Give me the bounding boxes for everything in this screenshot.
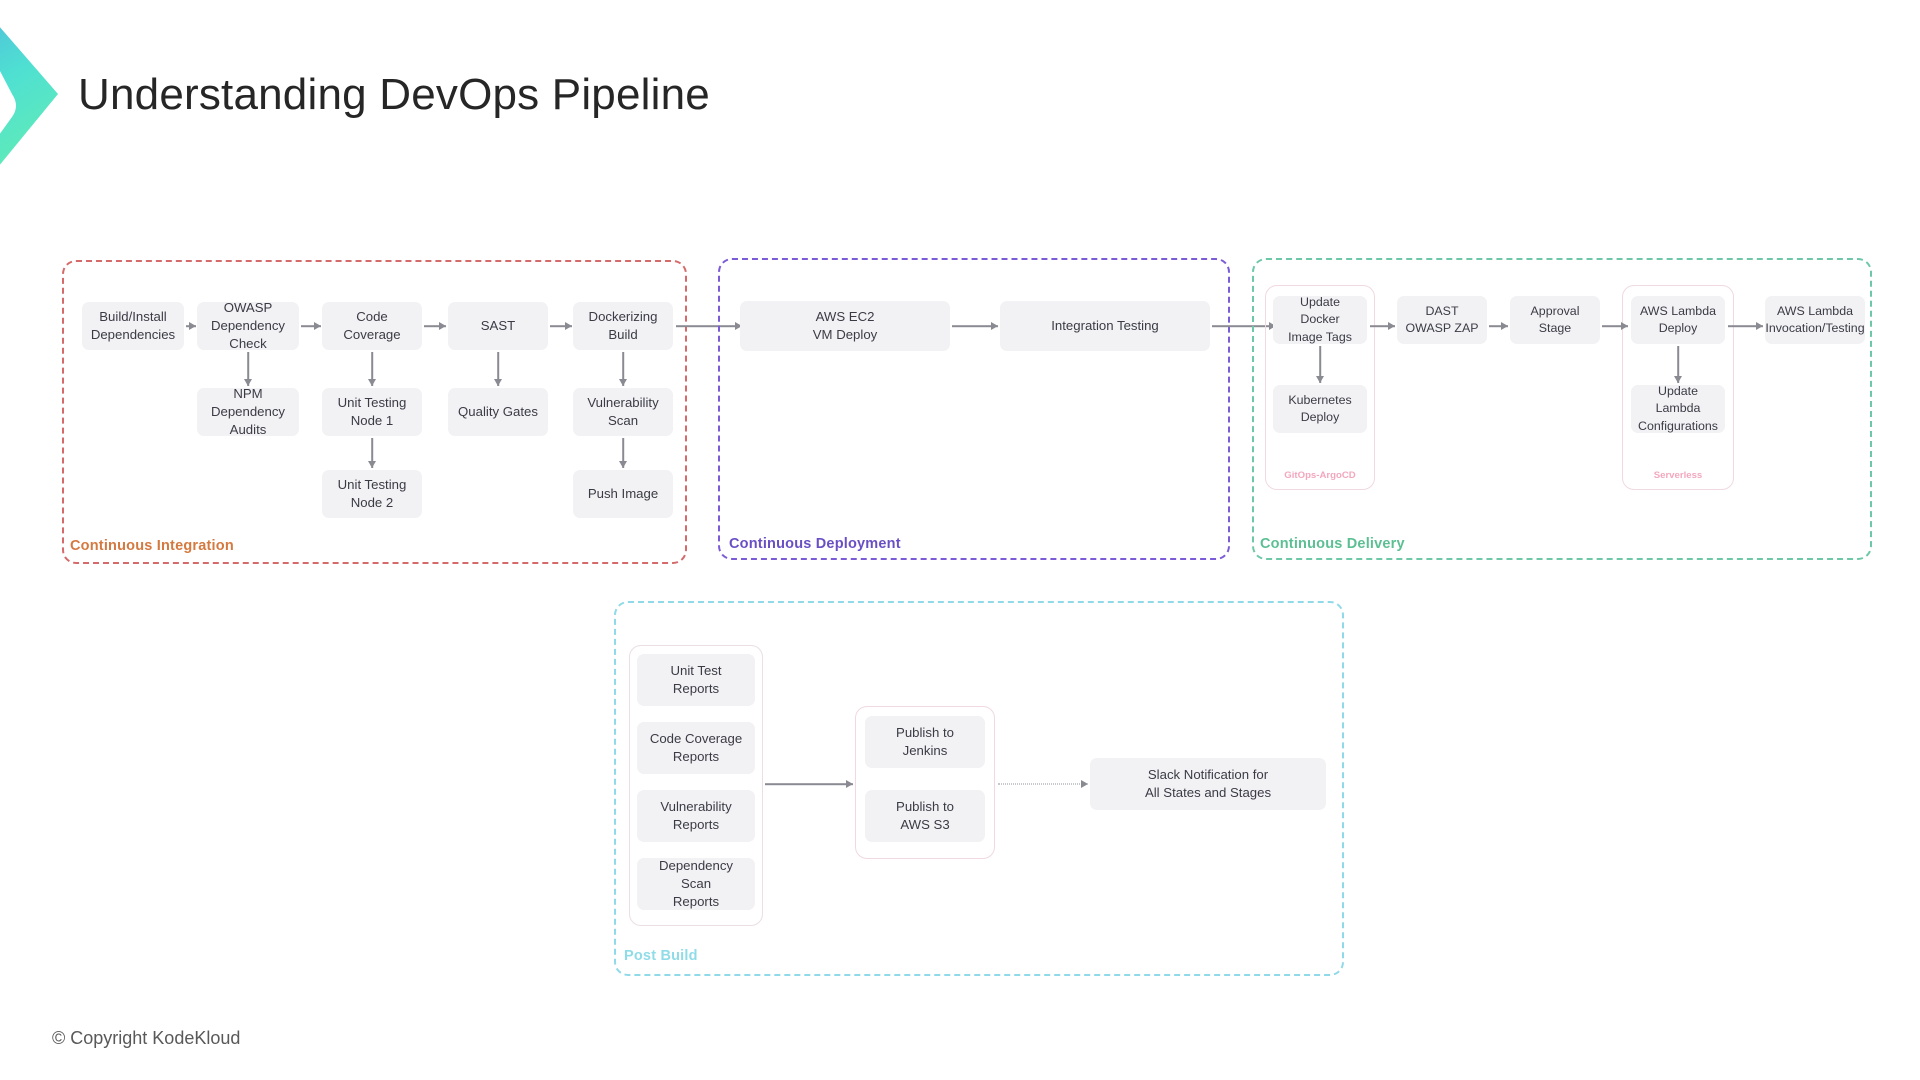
- arrow-approval-to-lambdadeploy: [1602, 318, 1628, 334]
- node-push-image: Push Image: [573, 470, 673, 518]
- node-label: Quality Gates: [458, 403, 538, 419]
- node-code-coverage: Code Coverage: [322, 302, 422, 350]
- group-label-continuous-integration: Continuous Integration: [70, 538, 234, 554]
- arrow-publish-to-slack: [998, 776, 1088, 792]
- arrow-lambdadeploy-to-lambdaconfig: [1670, 346, 1686, 383]
- arrow-cd-to-cdelivery: [1212, 318, 1276, 334]
- arrow-owasp-to-codecoverage: [301, 318, 321, 334]
- node-label: SAST: [480, 317, 516, 333]
- arrow-sast-to-qualitygates: [490, 352, 506, 386]
- group-label-continuous-deployment: Continuous Deployment: [729, 536, 901, 552]
- arrow-dockerizing-to-vulnscan: [615, 352, 631, 386]
- group-continuous-deployment: [718, 258, 1230, 560]
- node-label: Code Coverage: [343, 308, 401, 342]
- subgroup-serverless: Serverless: [1622, 285, 1734, 490]
- arrow-dockertags-to-dast: [1370, 318, 1395, 334]
- arrow-build-to-owasp: [186, 318, 196, 334]
- arrow-owasp-to-npm: [240, 352, 256, 386]
- group-continuous-delivery: [1252, 258, 1872, 560]
- page-title: Understanding DevOps Pipeline: [78, 70, 710, 119]
- group-continuous-integration: [62, 260, 687, 564]
- group-label-post-build: Post Build: [624, 948, 698, 964]
- node-label: Integration Testing: [1051, 317, 1159, 333]
- node-vulnerability-scan: Vulnerability Scan: [573, 388, 673, 436]
- subgroup-gitops-argocd: GitOps-ArgoCD: [1265, 285, 1375, 490]
- copyright-footer: © Copyright KodeKloud: [52, 1028, 241, 1048]
- subgroup-label-serverless: Serverless: [1653, 470, 1703, 481]
- arrow-ci-to-cd: [676, 318, 742, 334]
- arrow-dockertags-to-kubernetes: [1312, 346, 1328, 383]
- arrow-ec2-to-integrationtesting: [952, 318, 998, 334]
- arrow-dast-to-approval: [1489, 318, 1508, 334]
- node-sast: SAST: [448, 302, 548, 350]
- group-post-build: [614, 601, 1344, 976]
- node-approval-stage: Approval Stage: [1510, 296, 1600, 344]
- arrow-codecoverage-to-unit1: [364, 352, 380, 386]
- arrow-unit1-to-unit2: [364, 438, 380, 468]
- arrow-sast-to-dockerizing: [550, 318, 572, 334]
- node-label: Push Image: [587, 485, 659, 501]
- node-label: Approval Stage: [1530, 303, 1580, 335]
- node-label: Vulnerability Scan: [587, 394, 659, 428]
- group-label-continuous-delivery: Continuous Delivery: [1260, 536, 1405, 552]
- arrow-vulnscan-to-pushimage: [615, 438, 631, 468]
- subgroup-label-gitops-argocd: GitOps-ArgoCD: [1284, 470, 1356, 481]
- kodekloud-chevron-logo-icon: [0, 22, 60, 170]
- arrow-reports-to-publish: [765, 776, 853, 792]
- subgroup-reports: [629, 645, 763, 926]
- node-integration-testing: Integration Testing: [1000, 301, 1210, 351]
- arrow-codecoverage-to-sast: [424, 318, 446, 334]
- subgroup-publish: [855, 706, 995, 859]
- node-quality-gates: Quality Gates: [448, 388, 548, 436]
- arrow-lambdadeploy-to-invocation: [1728, 318, 1763, 334]
